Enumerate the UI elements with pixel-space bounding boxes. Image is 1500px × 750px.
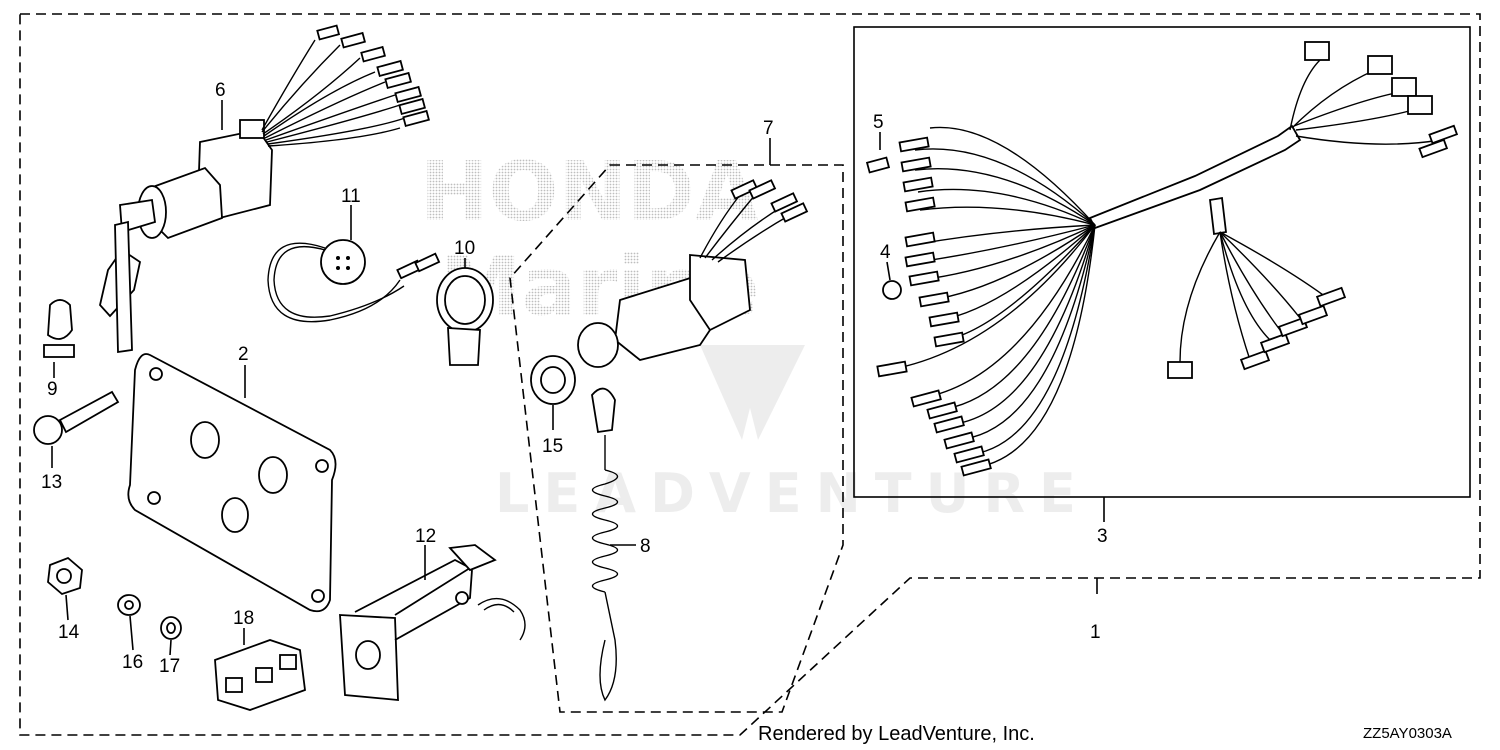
footer-text: Rendered by LeadVenture, Inc. (758, 723, 1035, 745)
callout-8[interactable]: 8 (640, 536, 651, 557)
callout-7[interactable]: 7 (763, 118, 774, 139)
part-15-nut (530, 355, 576, 405)
assembly-frame-1 (19, 13, 1481, 736)
assembly-frame-3 (853, 26, 1471, 498)
part-9-clip (43, 299, 75, 358)
callout-2[interactable]: 2 (238, 344, 249, 365)
part-3-harness (865, 41, 1459, 477)
part-11-plug (267, 239, 441, 323)
callout-13[interactable]: 13 (41, 472, 62, 493)
part-10-clamp (436, 267, 494, 366)
part-2-plate (127, 353, 337, 613)
diagram-code: ZZ5AY0303A (1363, 725, 1452, 742)
part-8-lanyard (591, 387, 619, 702)
callout-14[interactable]: 14 (58, 622, 80, 643)
callout-5[interactable]: 5 (873, 112, 884, 133)
callout-15[interactable]: 15 (542, 436, 563, 457)
callout-17[interactable]: 17 (159, 656, 180, 677)
callout-18[interactable]: 18 (233, 608, 254, 629)
callout-3[interactable]: 3 (1097, 526, 1108, 547)
assembly-frame-7 (509, 164, 844, 713)
watermark-text: LEADVENTURE (495, 462, 1090, 525)
callout-16[interactable]: 16 (122, 652, 143, 673)
callout-10[interactable]: 10 (454, 238, 475, 259)
part-14-nut (47, 556, 83, 596)
watermark-logo-text: HONDA (420, 145, 759, 240)
callout-12[interactable]: 12 (415, 526, 436, 547)
callouts: 1 2 3 4 5 6 7 8 9 10 11 12 13 14 15 16 1… (41, 80, 1108, 677)
part-13-bolt (33, 390, 120, 445)
callout-1[interactable]: 1 (1090, 622, 1101, 643)
part-17-lockwasher (160, 616, 182, 640)
callout-9[interactable]: 9 (47, 379, 58, 400)
part-7-switch (577, 179, 809, 368)
leader-lines (51, 100, 1105, 656)
leadventure-v-logo-icon (700, 345, 805, 440)
callout-11[interactable]: 11 (341, 186, 361, 207)
callout-6[interactable]: 6 (215, 80, 226, 101)
part-16-washer (117, 594, 141, 616)
part-18-connector (214, 639, 306, 711)
part-6-switch (99, 24, 430, 354)
part-12-bracket (339, 544, 526, 701)
callout-4[interactable]: 4 (880, 242, 891, 263)
